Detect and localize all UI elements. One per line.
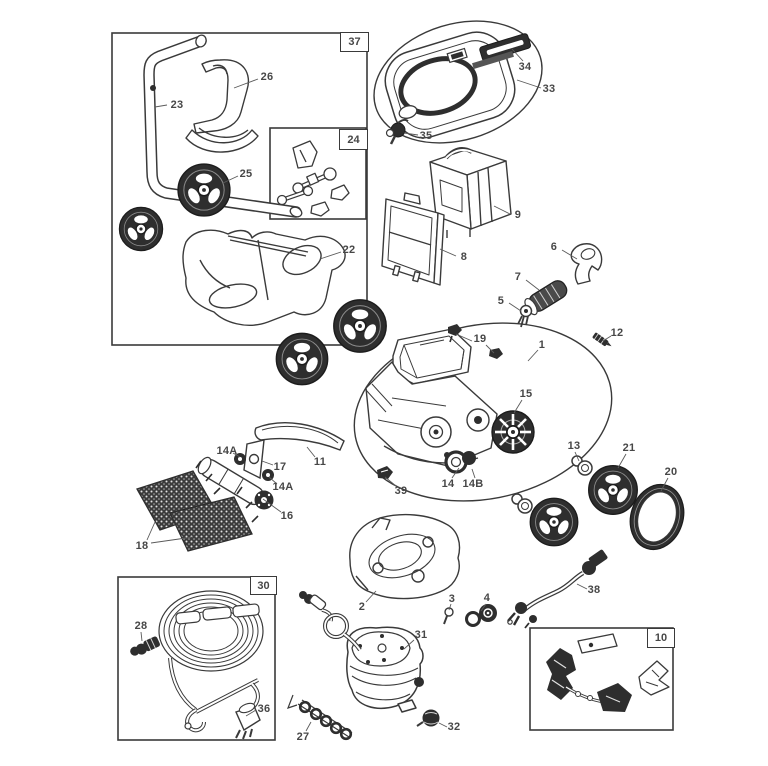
drive-wheel-art — [275, 332, 329, 386]
pulleys-4-art — [465, 604, 497, 627]
brush-roller-art — [524, 280, 568, 316]
screw-12-art — [592, 332, 612, 347]
callout-28: 28 — [134, 620, 148, 632]
box-30-number: 30 — [257, 579, 270, 592]
callout-8: 8 — [460, 251, 468, 263]
callout-27: 27 — [296, 731, 310, 743]
box-37-frame — [111, 32, 368, 346]
screw-3-art — [443, 607, 454, 625]
callout-14b: 14B — [462, 478, 484, 490]
callout-12: 12 — [610, 327, 624, 339]
callout-19: 19 — [473, 333, 487, 345]
pulley-14-art — [444, 450, 476, 474]
motor-art — [346, 626, 424, 713]
box-24-number: 24 — [347, 133, 360, 146]
callout-35: 35 — [419, 130, 433, 142]
group-boxes — [111, 32, 674, 741]
drive-wheel-art — [333, 299, 387, 353]
mount-kit-art — [546, 633, 670, 712]
callout-18: 18 — [135, 540, 149, 552]
caddy-wheel-art — [177, 163, 231, 217]
box-30-label: 30 — [250, 576, 277, 595]
plug-36-art — [235, 702, 261, 740]
top-cover-art — [373, 20, 543, 144]
rear-wheel-art — [529, 497, 579, 547]
leader-lines — [140, 48, 669, 732]
lower-chassis-art — [349, 513, 461, 600]
cover-latch-art — [385, 118, 409, 145]
callout-32: 32 — [447, 721, 461, 733]
box-10-label: 10 — [647, 628, 675, 648]
box-30-frame — [117, 576, 276, 741]
clip-19-art — [448, 324, 503, 359]
callout-39: 39 — [394, 485, 408, 497]
caddy-hook-art — [185, 59, 259, 153]
track-pads-art — [136, 460, 259, 552]
callout-31: 31 — [414, 629, 428, 641]
callout-13: 13 — [567, 440, 581, 452]
blade-art — [254, 422, 345, 451]
callout-7: 7 — [514, 271, 522, 283]
callout-11: 11 — [313, 456, 327, 468]
axle-bolt-art — [511, 455, 593, 514]
rear-wheel-art — [588, 465, 638, 515]
elbow-fitting-art — [570, 243, 603, 285]
callout-1: 1 — [538, 339, 546, 351]
oring-strip-art — [286, 694, 353, 741]
callout-3: 3 — [448, 593, 456, 605]
filter-panel-art — [381, 192, 445, 286]
callout-16: 16 — [280, 510, 294, 522]
callout-2: 2 — [358, 601, 366, 613]
caddy-base-art — [182, 229, 346, 326]
callout-6: 6 — [550, 241, 558, 253]
callout-15: 15 — [519, 388, 533, 400]
callout-5: 5 — [497, 295, 505, 307]
callout-20: 20 — [664, 466, 678, 478]
callout-17: 17 — [273, 461, 287, 473]
sensor-cable-art — [507, 549, 608, 626]
roller-14a-art — [234, 453, 274, 481]
box-37-label: 37 — [340, 32, 369, 52]
filter-basket-art — [429, 147, 512, 238]
callout-34: 34 — [518, 61, 532, 73]
caddy-wheel-small-art — [118, 206, 164, 252]
bracket-17-art — [243, 439, 265, 480]
callout-9: 9 — [514, 209, 522, 221]
callout-14a: 14A — [216, 445, 238, 457]
hardware-kit-art — [276, 140, 350, 217]
knob-32-art — [416, 709, 440, 727]
small-clip-art — [524, 615, 537, 629]
box-37-number: 37 — [348, 36, 361, 48]
callout-23: 23 — [170, 99, 184, 111]
tire-art — [629, 484, 685, 550]
cover-handle-art — [472, 33, 532, 70]
box-24-frame — [269, 127, 367, 220]
box-10-number: 10 — [654, 632, 668, 644]
callout-14: 14 — [441, 478, 455, 490]
screw-5-art — [517, 304, 533, 328]
callout-25: 25 — [239, 168, 253, 180]
box-10-frame — [529, 627, 674, 731]
callout-14a: 14A — [272, 481, 294, 493]
callout-4: 4 — [483, 592, 491, 604]
callout-26: 26 — [260, 71, 274, 83]
impeller-art — [491, 410, 535, 454]
callout-38: 38 — [587, 584, 601, 596]
connector-28-art — [130, 636, 160, 656]
cable-coil-art — [158, 590, 264, 733]
caddy-handle-art — [143, 34, 303, 218]
callout-21: 21 — [622, 442, 636, 454]
box-24-label: 24 — [339, 129, 368, 150]
callout-36: 36 — [257, 703, 271, 715]
power-cord-art — [299, 591, 362, 652]
clip-39-art — [377, 466, 393, 479]
callout-22: 22 — [342, 244, 356, 256]
callout-33: 33 — [542, 83, 556, 95]
